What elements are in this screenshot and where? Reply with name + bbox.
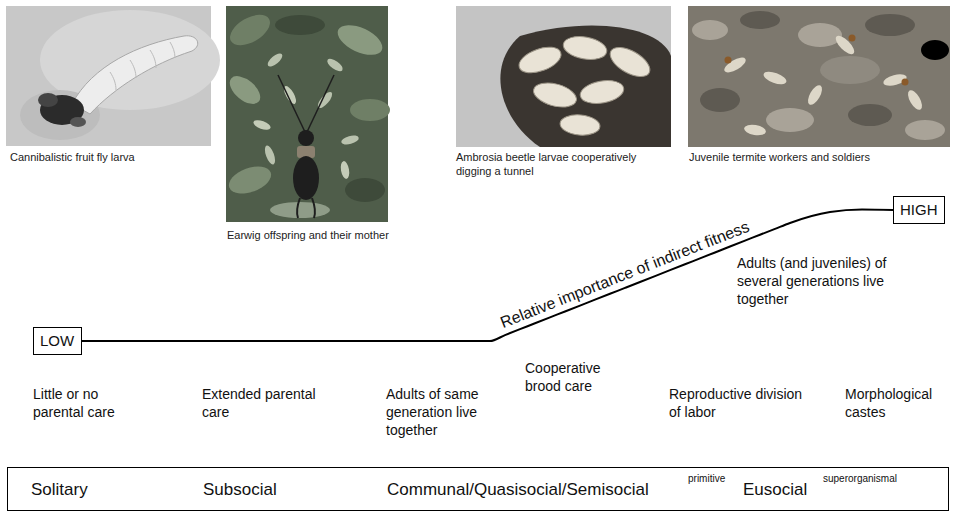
fruit-fly-photo-part	[170, 42, 175, 58]
termite-photo-part	[688, 6, 950, 147]
termite-photo-part	[921, 40, 949, 60]
social-category: superorganismal	[823, 473, 897, 485]
earwig-photo-part	[225, 161, 275, 199]
fruit-fly-photo	[6, 6, 220, 146]
ambrosia-beetle-photo-part	[516, 42, 565, 78]
earwig-photo-part	[307, 75, 334, 132]
earwig-photo-part	[293, 156, 319, 200]
earwig-photo-part	[252, 118, 272, 132]
stage-label: Little or no parental care	[33, 385, 145, 421]
ambrosia-beetle-photo-part	[456, 6, 671, 147]
termite-photo-part	[849, 35, 856, 42]
termite-photo-part	[805, 83, 825, 107]
earwig-photo-part	[333, 19, 387, 61]
termite-photo-part	[740, 11, 780, 29]
earwig-photo-part	[270, 202, 330, 218]
ambrosia-beetle-photo	[456, 6, 671, 147]
termite-photo-part	[743, 123, 766, 137]
termite-photo-part	[722, 55, 748, 76]
earwig-photo-part	[340, 134, 359, 146]
photo-caption: Earwig offspring and their mother	[227, 228, 427, 242]
stage-label: Extended parental care	[202, 385, 320, 421]
earwig-photo-part	[225, 9, 275, 52]
photo-caption: Ambrosia beetle larvae cooperatively dig…	[456, 150, 671, 179]
termite-photo-part	[820, 56, 880, 84]
termite-photo-part	[766, 108, 814, 132]
ambrosia-beetle-photo-part	[559, 113, 601, 136]
level-label: LOW	[40, 332, 75, 350]
earwig-photo-part	[298, 130, 314, 146]
termite-photo-part	[902, 79, 909, 86]
stage-label: Adults (and juveniles) of several genera…	[737, 254, 912, 309]
earwig-photo-part	[325, 57, 344, 74]
photo-caption: Cannibalistic fruit fly larva	[10, 150, 210, 164]
earwig-photo-part	[263, 144, 277, 166]
earwig-photo-part	[345, 178, 385, 202]
stage-label: Reproductive division of labor	[669, 385, 809, 421]
fruit-fly-photo-part	[70, 117, 86, 127]
earwig-photo-part	[312, 198, 315, 218]
social-category: Eusocial	[743, 480, 807, 500]
social-category: Communal/Quasisocial/Semisocial	[387, 480, 649, 500]
fruit-fly-photo-part	[110, 72, 116, 90]
termite-photo-part	[762, 69, 788, 87]
termite-photo-part	[798, 23, 842, 47]
ambrosia-beetle-photo-part	[578, 77, 625, 106]
stage-label: Cooperative brood care	[525, 359, 625, 395]
termite-photo-part	[905, 88, 925, 112]
earwig-photo-part	[225, 71, 265, 109]
termite-photo	[688, 6, 950, 147]
fruit-fly-photo-part	[38, 93, 58, 107]
termite-photo-part	[700, 88, 740, 112]
stage-label: Adults of same generation live together	[386, 385, 494, 440]
photo-caption: Juvenile termite workers and soldiers	[689, 150, 949, 164]
level-box: LOW	[33, 327, 82, 355]
earwig-photo	[225, 6, 390, 222]
ambrosia-beetle-photo-part	[561, 33, 608, 62]
level-label: HIGH	[900, 201, 938, 219]
fruit-fly-photo-part	[72, 36, 198, 114]
fruit-fly-photo-part	[150, 50, 156, 68]
earwig-photo-part	[350, 99, 390, 121]
earwig-photo-part	[278, 75, 305, 132]
termite-photo-part	[833, 33, 857, 57]
earwig-photo-part	[275, 15, 325, 35]
social-scale-bar: Solitary Subsocial Communal/Quasisocial/Se…	[7, 467, 949, 511]
curve-label: Relative importance of indirect fitness	[498, 219, 751, 331]
social-category: primitive	[688, 473, 725, 485]
fruit-fly-photo-part	[130, 60, 136, 78]
termite-photo-part	[692, 20, 728, 40]
stage-label: Morphological castes	[845, 385, 950, 421]
termite-photo-part	[905, 120, 945, 140]
social-category: Subsocial	[203, 480, 277, 500]
termite-photo-part	[882, 72, 908, 88]
earwig-photo-part	[297, 198, 300, 218]
termite-photo-part	[848, 104, 892, 126]
termite-photo-part	[725, 57, 732, 64]
ambrosia-beetle-photo-part	[531, 79, 579, 112]
ambrosia-beetle-photo-part	[605, 41, 654, 82]
ambrosia-beetle-photo-part	[500, 26, 671, 147]
earwig-photo-part	[266, 51, 285, 69]
social-category: Solitary	[31, 480, 88, 500]
earwig-photo-part	[339, 160, 350, 179]
level-box: HIGH	[893, 196, 945, 224]
termite-photo-part	[865, 14, 915, 36]
